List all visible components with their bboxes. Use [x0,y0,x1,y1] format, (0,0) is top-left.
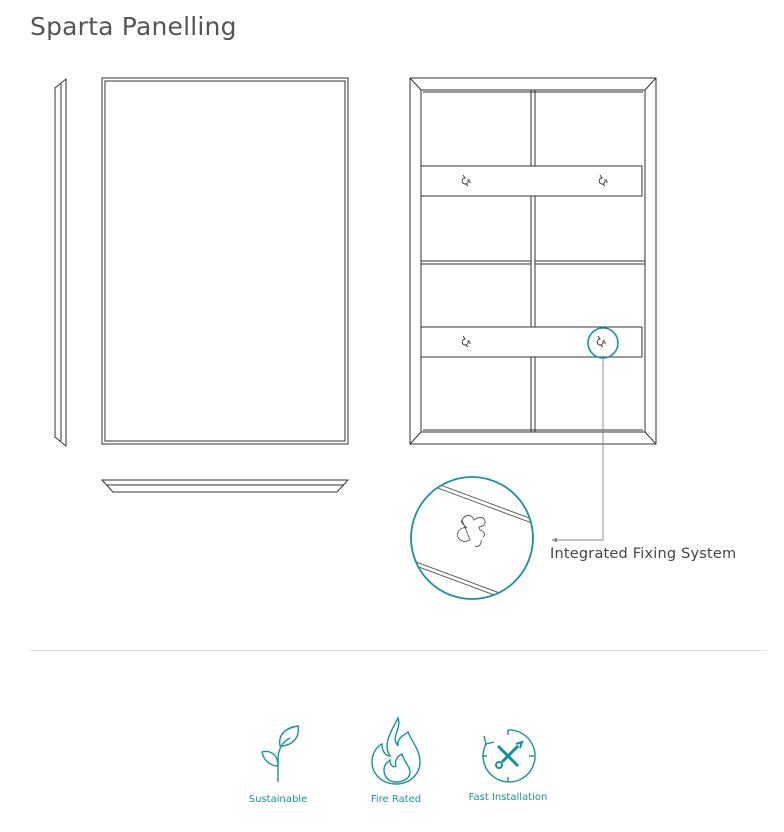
feature-sustainable: Sustainable [238,722,318,805]
back-view [409,77,657,445]
feature-fire-rated: Fire Rated [358,716,434,805]
magnified-detail [410,476,534,600]
feature-label-fast-installation: Fast Installation [468,792,548,803]
front-view [101,77,349,445]
side-profile-view [54,77,67,448]
tools-clock-icon [482,729,536,783]
feature-fast-installation: Fast Installation [466,726,550,803]
leaf-sprout-icon [261,725,299,782]
fixing-clip-icons [461,174,608,348]
callout-label: Integrated Fixing System [550,546,737,562]
section-divider [30,650,767,651]
page-title: Sparta Panelling [30,12,237,41]
bottom-profile-view [100,479,350,493]
feature-label-fire-rated: Fire Rated [370,794,422,805]
flame-icon [371,716,421,785]
feature-label-sustainable: Sustainable [248,794,308,805]
callout-leader [552,327,619,543]
panel-drawings [54,77,657,600]
